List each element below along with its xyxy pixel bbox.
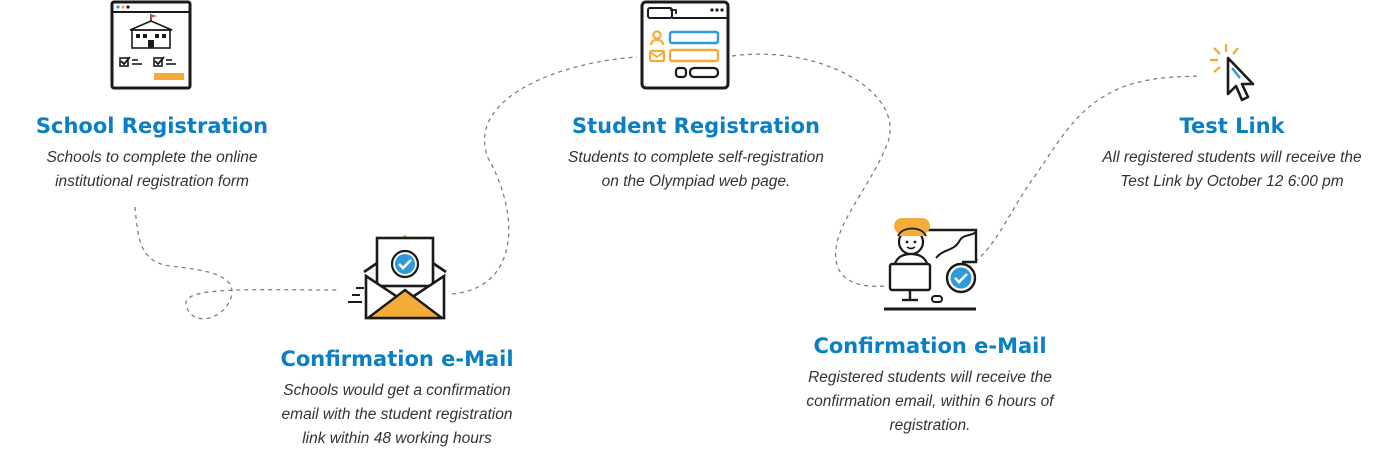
- description-line: email with the student registration: [281, 406, 513, 423]
- description-line: Registered students will receive the: [808, 369, 1052, 386]
- cursor-click-icon: [1210, 44, 1255, 102]
- student-computer-check-icon: [884, 218, 978, 311]
- step-student-confirmation-email: Confirmation e-Mail Registered students …: [775, 332, 1085, 438]
- description-line: confirmation email, within 6 hours of: [806, 393, 1054, 410]
- step-title: Confirmation e-Mail: [813, 334, 1047, 358]
- description-line: link within 48 working hours: [302, 430, 492, 447]
- step-description: All registered students will receive the…: [1088, 146, 1376, 194]
- browser-form-icon: [640, 0, 730, 90]
- step-description: Students to complete self-registration o…: [536, 146, 856, 194]
- step-title: Student Registration: [571, 114, 820, 138]
- step-school-registration: School Registration Schools to complete …: [12, 112, 292, 194]
- step-school-confirmation-email: Confirmation e-Mail Schools would get a …: [247, 345, 547, 451]
- step-title: Confirmation e-Mail: [280, 347, 514, 371]
- description-line: institutional registration form: [55, 173, 249, 190]
- step-description: Schools to complete the online instituti…: [12, 146, 292, 194]
- step-description: Schools would get a confirmation email w…: [247, 379, 547, 451]
- school-registration-form-icon: [110, 0, 192, 90]
- description-line: Schools would get a confirmation: [283, 382, 511, 399]
- description-line: Test Link by October 12 6:00 pm: [1120, 173, 1344, 190]
- step-description: Registered students will receive the con…: [775, 366, 1085, 438]
- description-line: registration.: [889, 417, 971, 434]
- description-line: All registered students will receive the: [1102, 149, 1362, 166]
- envelope-check-icon: [348, 235, 447, 320]
- step-test-link: Test Link All registered students will r…: [1088, 112, 1376, 194]
- description-line: Schools to complete the online: [46, 149, 258, 166]
- description-line: Students to complete self-registration: [568, 149, 824, 166]
- description-line: on the Olympiad web page.: [601, 173, 791, 190]
- step-student-registration: Student Registration Students to complet…: [536, 112, 856, 194]
- step-title: Test Link: [1179, 114, 1285, 138]
- step-title: School Registration: [35, 114, 269, 138]
